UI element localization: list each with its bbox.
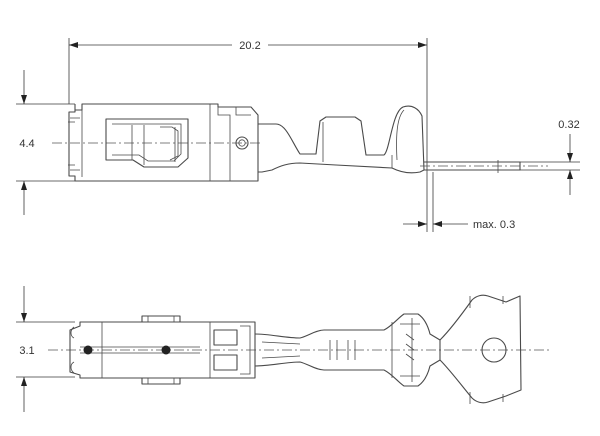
housing-body — [68, 103, 259, 182]
thickness-label: 0.32 — [558, 119, 579, 131]
crimp-section-top — [254, 294, 522, 404]
thickness-dimension: 0.32 — [520, 119, 580, 195]
height-label-top: 4.4 — [19, 138, 34, 150]
height-dimension-bottom: 3.1 — [16, 286, 75, 412]
length-dimension: 20.2 — [68, 38, 428, 232]
length-label: 20.2 — [239, 40, 260, 52]
top-view: 3.1 — [16, 286, 550, 412]
housing-body-top — [69, 315, 256, 385]
height-dimension-top: 4.4 — [16, 70, 75, 215]
offset-label: max. 0.3 — [473, 219, 515, 231]
side-view: 20.2 4.4 — [16, 38, 580, 232]
offset-dimension: max. 0.3 — [403, 172, 515, 232]
crimp-section — [258, 105, 548, 174]
height-label-bottom: 3.1 — [19, 345, 34, 357]
